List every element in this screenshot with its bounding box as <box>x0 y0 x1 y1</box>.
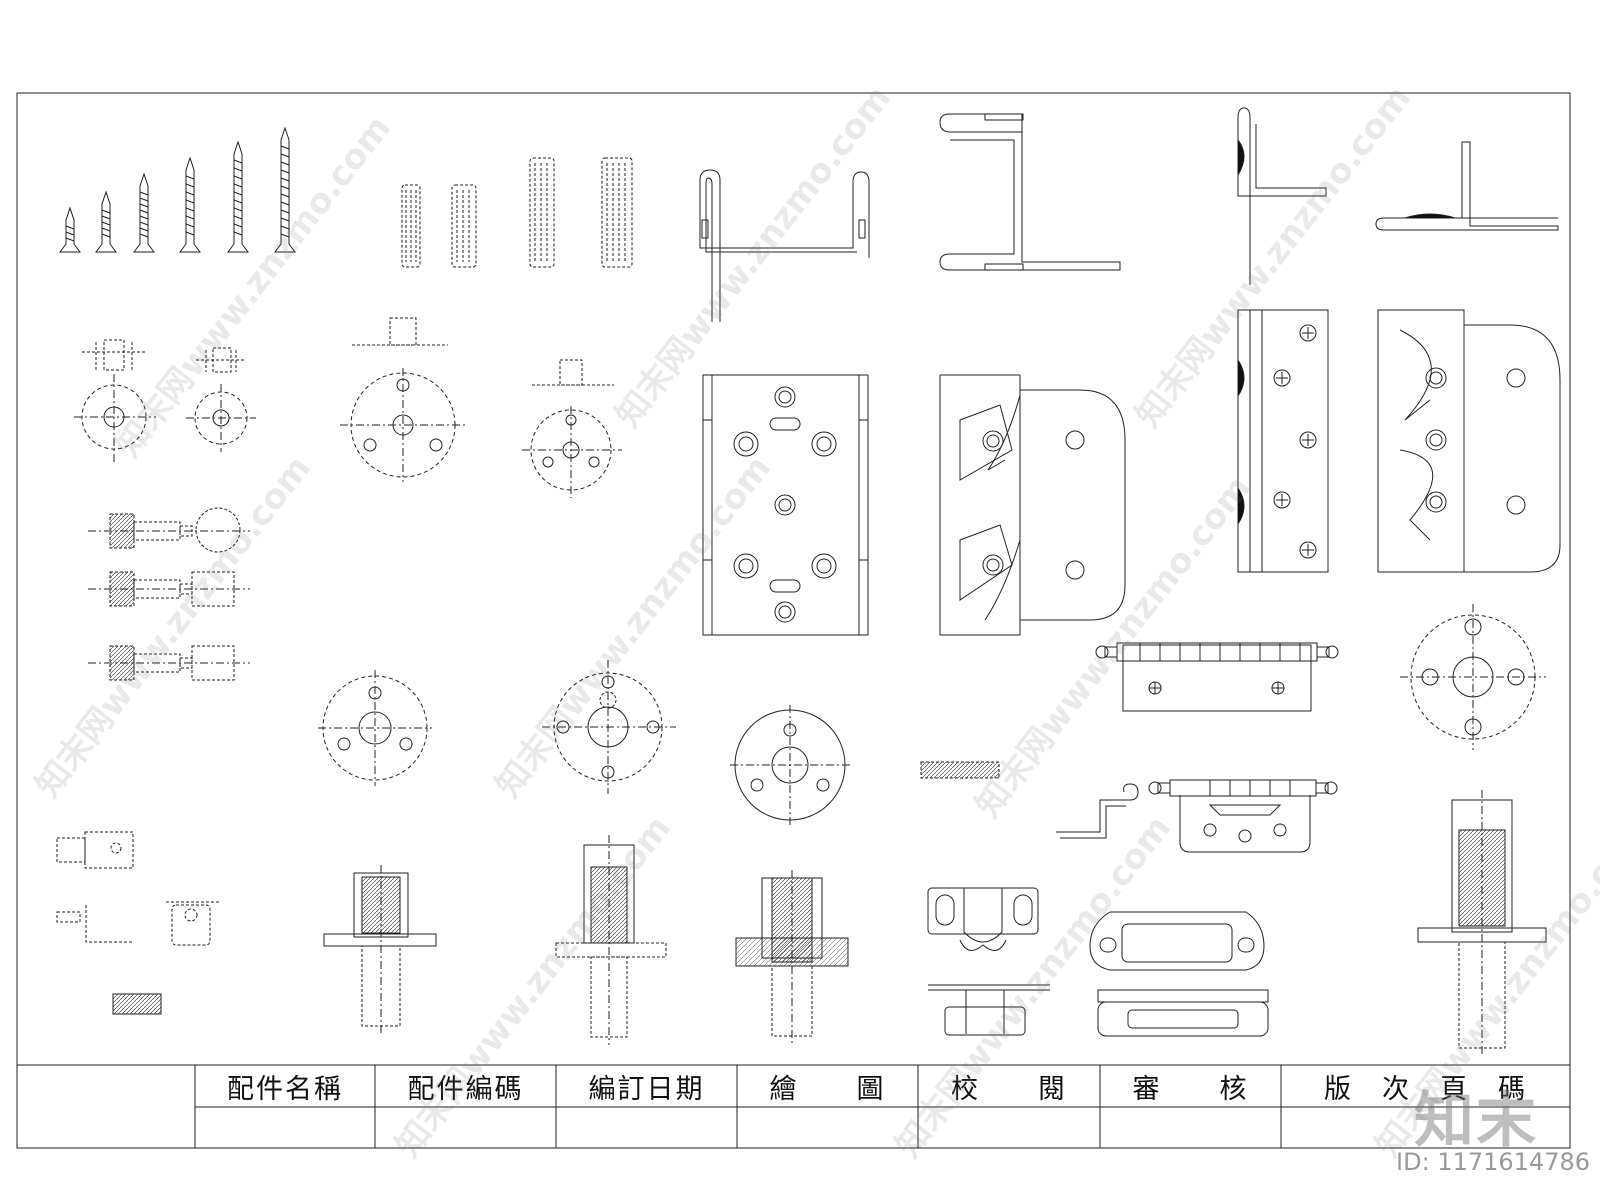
cam-lock-4 <box>522 359 622 498</box>
round-plate-3 <box>730 705 850 825</box>
angle-bracket-1 <box>1237 107 1327 285</box>
round-plate-1 <box>318 670 432 786</box>
screw-1 <box>59 206 81 253</box>
header-edit-date: 編訂日期 <box>588 1073 705 1105</box>
channel-bracket-1 <box>699 169 870 322</box>
screw-5 <box>227 140 249 253</box>
screw-3 <box>133 172 155 253</box>
l-clip <box>56 831 220 946</box>
butt-hinge-1 <box>1095 642 1339 712</box>
header-part-name: 配件名稱 <box>227 1073 343 1105</box>
header-checked-by: 校 閱 <box>951 1073 1067 1105</box>
round-plate-2 <box>542 660 676 794</box>
image-id-label: ID: 1171614786 <box>1396 1148 1590 1176</box>
roller-catch <box>927 887 1050 1036</box>
threaded-insert-2 <box>555 835 667 1045</box>
brand-logo: 知末 <box>1414 1086 1538 1156</box>
connector-bolt-3 <box>88 645 250 681</box>
title-block <box>17 1064 1570 1148</box>
hook-plate-2 <box>1377 309 1561 573</box>
threaded-insert-4 <box>1417 790 1547 1056</box>
connector-bolt-1 <box>88 507 250 553</box>
header-approved-by: 審 核 <box>1132 1073 1249 1105</box>
cam-lock-3 <box>340 317 466 482</box>
hinge-plate-tall <box>1237 309 1329 573</box>
hook-plate-1 <box>939 374 1126 636</box>
butt-hinge-2 <box>1148 779 1338 853</box>
cam-lock-1 <box>74 339 156 462</box>
mounting-plate-large <box>702 374 869 636</box>
magnetic-catch <box>1089 911 1269 1037</box>
dowel-2 <box>451 184 477 268</box>
drawing-border <box>16 92 1571 1149</box>
threaded-sleeve <box>112 993 162 1015</box>
screw-6 <box>274 126 296 253</box>
screw-group <box>59 126 296 253</box>
hook-bracket <box>939 113 1121 271</box>
header-version-page: 版 次 頁 碼 <box>1324 1073 1527 1105</box>
dowel-4 <box>601 157 633 268</box>
angle-bracket-2 <box>1375 141 1559 231</box>
threaded-insert-1 <box>323 865 437 1034</box>
dowel-1 <box>401 184 421 268</box>
round-plate-4 <box>1400 604 1546 750</box>
spring-pin <box>1056 783 1139 839</box>
connector-bolt-2 <box>88 571 250 607</box>
dowel-3 <box>529 157 555 268</box>
cam-lock-2 <box>186 347 256 452</box>
header-part-code: 配件編碼 <box>407 1073 524 1105</box>
dowel-group <box>401 157 633 268</box>
screw-2 <box>95 190 117 253</box>
small-dowel <box>920 761 1000 779</box>
screw-4 <box>179 156 201 253</box>
threaded-insert-3 <box>735 870 849 1044</box>
header-drawn-by: 繪 圖 <box>769 1073 886 1105</box>
